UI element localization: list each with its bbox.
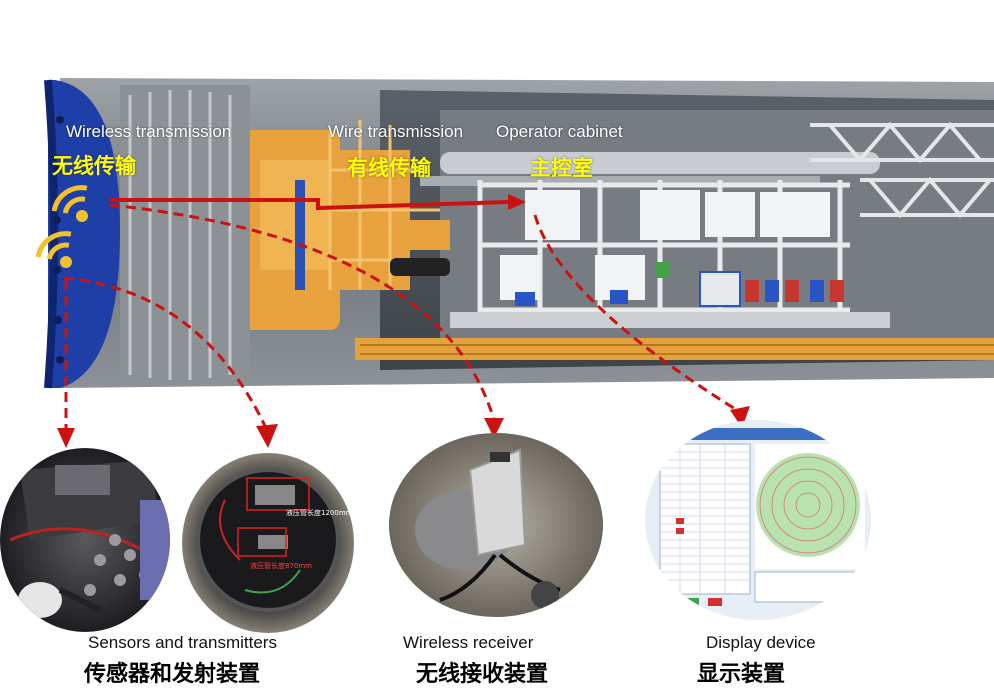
photo-receiver [389,433,603,617]
photo-transmitters [182,453,354,633]
wifi-icon [51,185,88,222]
label-wire-en: Wire transmission [328,122,464,141]
label-receiver-en: Wireless receiver [403,633,534,652]
label-wireless-en: Wireless transmission [66,122,232,141]
wire-transmission-arrow [110,194,526,211]
label-sensors-en: Sensors and transmitters [88,633,277,652]
label-display-en: Display device [706,633,816,652]
label-sensors-zh: 传感器和发射装置 [84,662,261,687]
label-wire-zh: 有线传输 [347,156,431,180]
photo-display [645,420,871,620]
label-wireless-zh: 无线传输 [52,154,136,178]
annotation-pressure-top: 液压管长度1200mm [286,508,353,517]
photo-sensors [0,448,170,632]
label-cabinet-en: Operator cabinet [496,122,623,141]
wifi-icon [35,231,72,268]
tbm-machine [44,78,994,389]
annotation-pressure-bottom: 液压管长度870mm [250,561,312,570]
arrowheads [57,406,750,448]
wireless-arrows [63,203,741,429]
label-cabinet-zh: 主控室 [530,156,593,180]
label-receiver-zh: 无线接收装置 [416,662,549,687]
label-display-zh: 显示装置 [697,662,786,687]
